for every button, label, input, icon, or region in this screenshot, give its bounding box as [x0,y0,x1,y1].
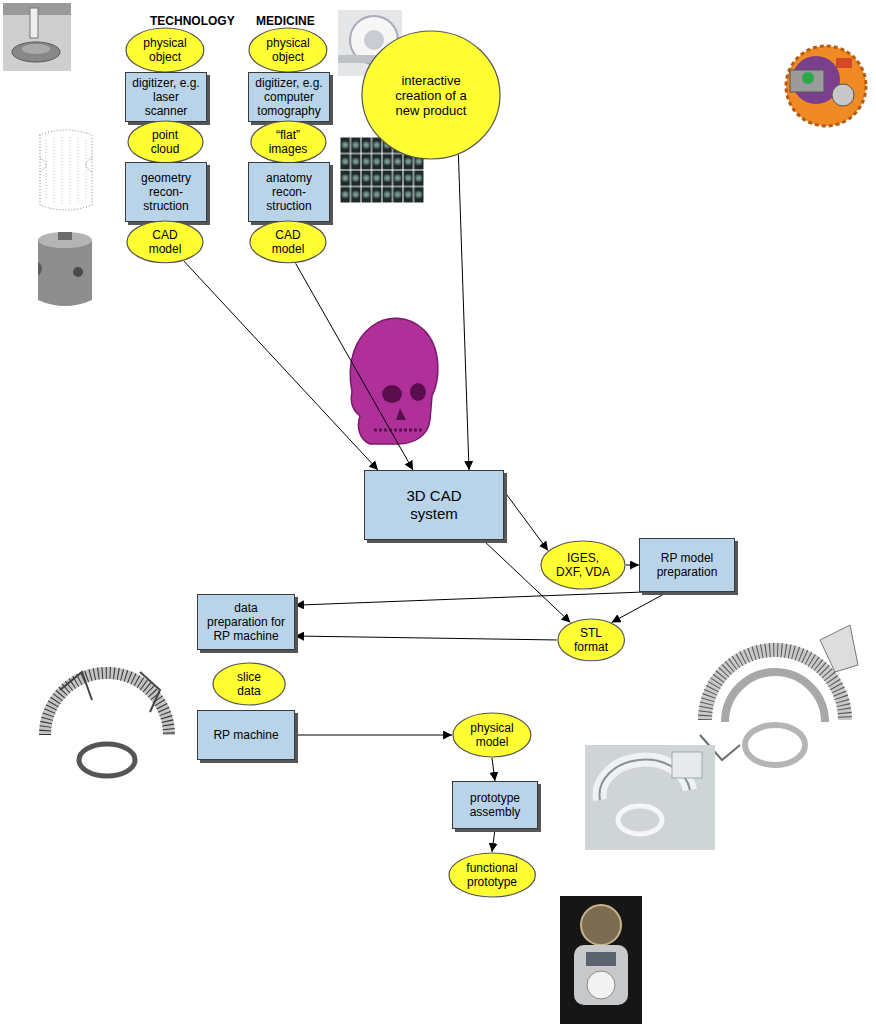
process-box: RP model preparation [639,538,735,592]
text-wrap: interactive creation of a new product [386,73,476,118]
data-ellipse: CAD model [249,220,327,264]
text-wrap: geometry recon- struction [130,171,202,213]
process-box: geometry recon- struction [125,162,207,222]
flow-arrow [626,565,639,566]
flow-arrow [296,263,413,470]
data-ellipse: CAD model [126,220,204,264]
text-wrap: 3D CAD system [394,487,474,523]
data-ellipse: point cloud [127,120,204,164]
text-wrap: “flat” images [263,128,313,156]
data-ellipse: STL format [557,618,625,662]
data-ellipse: physical object [125,27,205,73]
column-heading: TECHNOLOGY [150,14,235,28]
node-text: physical model [466,721,518,749]
flow-arrow [295,735,452,736]
text-wrap: prototype assembly [457,791,533,819]
text-wrap: digitizer, e.g. computer tomography [253,76,325,118]
text-wrap: functional prototype [463,861,521,889]
scanner-photo [3,3,71,71]
stl-model-figure [700,625,858,765]
flow-arrow [492,829,495,852]
node-text: physical object [139,36,191,64]
text-wrap: physical object [139,36,191,64]
text-wrap: digitizer, e.g. laser scanner [130,76,202,118]
point-cloud-figure [40,130,92,210]
flow-arrow [458,155,469,470]
physical-model-photo [585,745,715,850]
process-box: RP machine [197,710,295,760]
node-text: prototype assembly [457,791,533,819]
skull-model [350,318,438,444]
flow-arrow [295,636,557,640]
process-box: prototype assembly [452,781,538,829]
flow-arrow [184,261,378,470]
process-box: 3D CAD system [364,470,504,540]
node-text: IGES, DXF, VDA [555,551,611,579]
node-text: point cloud [140,128,190,156]
product-render [786,46,866,126]
node-text: physical object [262,36,314,64]
node-text: digitizer, e.g. laser scanner [130,76,202,118]
process-box: anatomy recon- struction [248,162,330,222]
node-text: 3D CAD system [394,487,474,523]
text-wrap: CAD model [264,228,312,256]
text-wrap: physical model [466,721,518,749]
process-box: data preparation for RP machine [197,594,295,650]
node-text: “flat” images [263,128,313,156]
flow-arrow [504,491,548,550]
node-text: slice data [225,670,273,698]
data-ellipse: interactive creation of a new product [361,30,501,160]
text-wrap: RP machine [203,728,289,742]
slice-figure [45,672,169,776]
data-ellipse: “flat” images [250,120,327,164]
data-ellipse: IGES, DXF, VDA [540,540,626,590]
node-text: digitizer, e.g. computer tomography [253,76,325,118]
node-text: RP machine [203,728,289,742]
data-ellipse: physical object [248,27,328,73]
column-heading: MEDICINE [256,14,315,28]
flow-arrow [492,758,495,781]
text-wrap: RP model preparation [645,551,729,579]
data-ellipse: physical model [452,712,532,758]
text-wrap: anatomy recon- struction [253,171,325,213]
node-text: anatomy recon- struction [253,171,325,213]
text-wrap: physical object [262,36,314,64]
text-wrap: IGES, DXF, VDA [555,551,611,579]
text-wrap: data preparation for RP machine [203,601,289,643]
text-wrap: slice data [225,670,273,698]
node-text: CAD model [264,228,312,256]
data-ellipse: functional prototype [448,852,536,898]
node-text: functional prototype [463,861,521,889]
node-text: STL format [569,626,613,654]
flow-arrow [612,592,668,622]
node-text: interactive creation of a new product [386,73,476,118]
cad-cylinder-figure [38,232,92,306]
process-box: digitizer, e.g. laser scanner [125,72,207,122]
node-text: data preparation for RP machine [203,601,289,643]
node-text: CAD model [141,228,189,256]
text-wrap: CAD model [141,228,189,256]
robot-photo [560,896,642,1024]
flow-arrow [295,592,644,605]
process-box: digitizer, e.g. computer tomography [248,72,330,122]
data-ellipse: slice data [212,662,286,706]
text-wrap: point cloud [140,128,190,156]
text-wrap: STL format [569,626,613,654]
node-text: RP model preparation [645,551,729,579]
node-text: geometry recon- struction [130,171,202,213]
